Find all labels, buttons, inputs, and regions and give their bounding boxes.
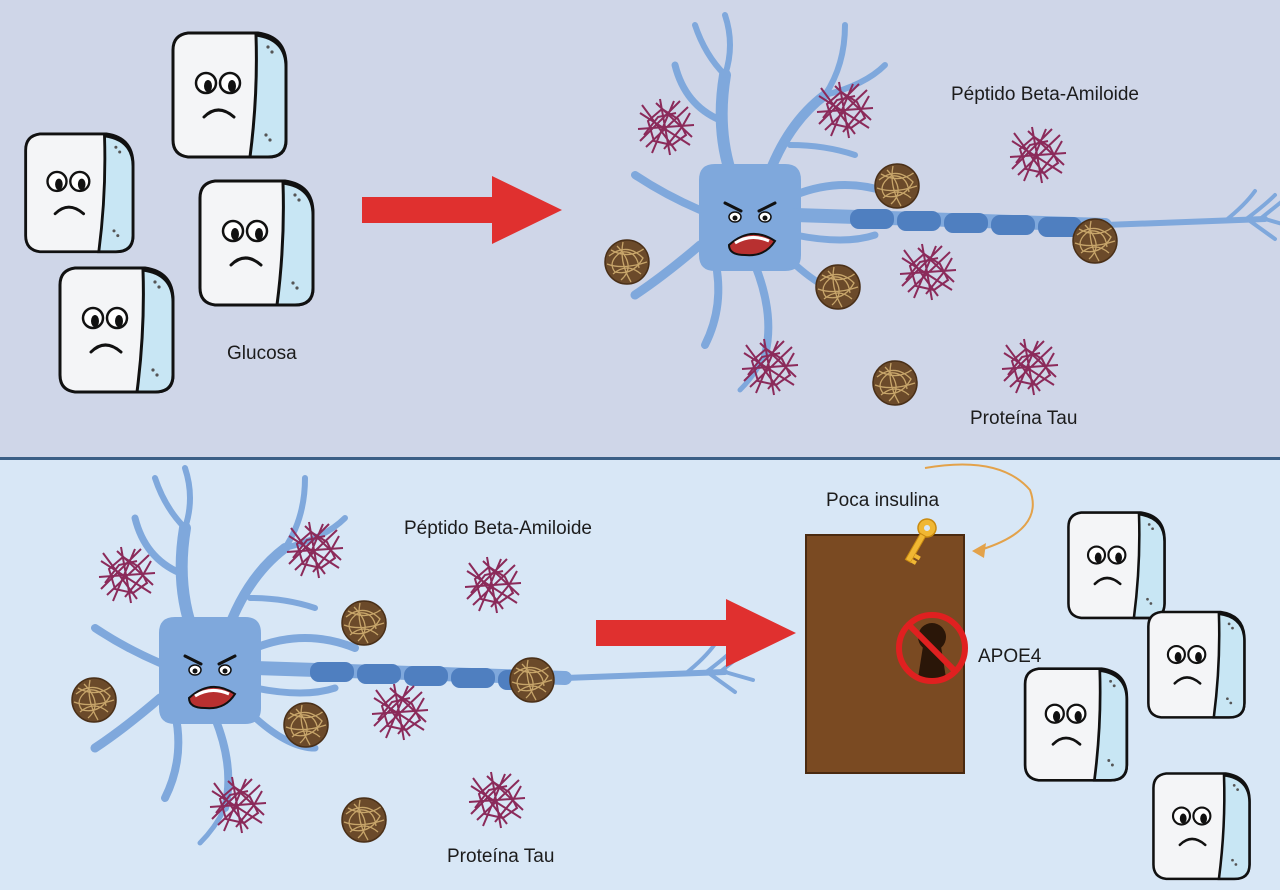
sugar-cube-icon [171, 31, 288, 159]
amyloid-label-top: Péptido Beta-Amiloide [951, 84, 1139, 105]
sugar-cube-icon [198, 179, 315, 307]
sugar-cube-icon [1067, 511, 1166, 620]
curved-arrow-icon [924, 463, 1034, 558]
apoe4-label: APOE4 [978, 646, 1042, 667]
sugar-cube-icon [1023, 667, 1129, 782]
amyloid-plaque-icon [371, 683, 429, 741]
tau-tangle-icon [604, 239, 650, 285]
insulin-label: Poca insulina [826, 490, 940, 511]
tau-tangle-icon [1072, 218, 1118, 264]
amyloid-plaque-icon [637, 98, 695, 156]
sugar-cube-icon [1152, 772, 1251, 881]
tau-tangle-icon [872, 360, 918, 406]
sugar-cube-icon [58, 266, 175, 394]
tau-tangle-icon [71, 677, 117, 723]
tau-tangle-icon [874, 163, 920, 209]
amyloid-plaque-icon [98, 546, 156, 604]
angry-neuron-icon [635, 15, 1280, 390]
amyloid-plaque-icon [1001, 338, 1059, 396]
arrow-icon [362, 176, 562, 244]
glucose-label: Glucosa [227, 343, 297, 364]
tau-label-bottom: Proteína Tau [447, 846, 555, 867]
tau-tangle-icon [815, 264, 861, 310]
sugar-cube-icon [24, 132, 135, 254]
no-entry-keyhole-icon [896, 612, 968, 684]
arrow-icon [596, 599, 796, 667]
tau-tangle-icon [509, 657, 555, 703]
amyloid-plaque-icon [209, 776, 267, 834]
key-icon [904, 518, 937, 565]
tau-tangle-icon [341, 600, 387, 646]
amyloid-plaque-icon [1009, 126, 1067, 184]
amyloid-plaque-icon [468, 771, 526, 829]
sugar-cube-icon [1147, 610, 1246, 719]
panel-divider [0, 457, 1280, 460]
amyloid-label-bottom: Péptido Beta-Amiloide [404, 518, 592, 539]
tau-tangle-icon [341, 797, 387, 843]
tau-label-top: Proteína Tau [970, 408, 1078, 429]
amyloid-plaque-icon [899, 243, 957, 301]
amyloid-plaque-icon [464, 556, 522, 614]
tau-tangle-icon [283, 702, 329, 748]
